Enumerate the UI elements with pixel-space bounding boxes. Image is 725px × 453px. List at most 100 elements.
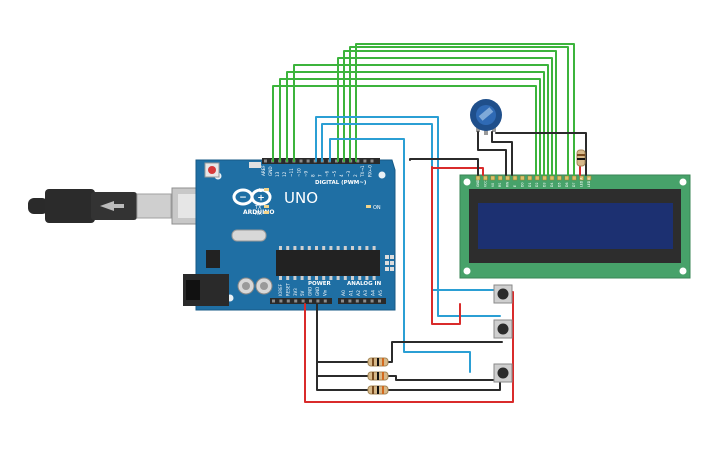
chip-pin [279, 246, 282, 250]
lcd-pin-label: D0 [520, 183, 524, 187]
chip-pin [300, 276, 304, 280]
power-pin-label: GND [315, 287, 320, 296]
power-pin-label: GND [308, 287, 313, 296]
header-pin[interactable] [306, 159, 310, 163]
push-button-3[interactable] [493, 363, 513, 383]
lcd-pin[interactable] [490, 175, 496, 181]
lcd-pin[interactable] [527, 175, 533, 181]
header-pin[interactable] [348, 299, 352, 303]
lcd-pin[interactable] [534, 175, 540, 181]
power-pin-label: Vin [322, 289, 327, 296]
chip-pin [293, 246, 297, 250]
board-brand: ARDUINO [243, 209, 274, 216]
header-pin[interactable] [355, 299, 359, 303]
header-pin[interactable] [309, 299, 312, 303]
lcd-pin[interactable] [505, 175, 510, 181]
wire-d7 [343, 50, 557, 176]
digital-pin-label: 2 [353, 174, 358, 177]
wire-d5 [293, 64, 549, 176]
potentiometer[interactable] [470, 99, 502, 135]
chip-pin [365, 246, 369, 250]
analog-pin-label: A1 [348, 290, 354, 296]
lcd-pin[interactable] [497, 175, 503, 181]
header-pin[interactable] [378, 299, 381, 303]
lcd-pin[interactable] [564, 175, 570, 181]
digital-pin-label: ~3 [346, 170, 351, 177]
wire-button-3 [329, 138, 471, 373]
header-pin[interactable] [299, 159, 303, 163]
header-pin[interactable] [341, 299, 344, 303]
resistor-2 [367, 371, 389, 381]
wire-5v [304, 291, 514, 403]
analog-pin-label: A5 [378, 290, 384, 296]
lcd-pin[interactable] [483, 175, 488, 181]
chip-pin [279, 276, 282, 280]
lcd-pin-label: D1 [528, 183, 532, 187]
resistor-lcd-backlight [576, 149, 586, 167]
chip-pin [293, 276, 297, 280]
header-pin[interactable] [323, 299, 327, 303]
power-label: POWER [308, 281, 332, 287]
wire-led-k [495, 132, 587, 176]
wire-extra-2 [355, 43, 575, 176]
header-pin[interactable] [264, 159, 267, 163]
analog-pin-label: A4 [371, 290, 377, 296]
led-tx-label: TX [254, 205, 262, 211]
header-pin[interactable] [301, 299, 305, 303]
lcd-pin-label: GND [476, 179, 480, 187]
digital-pin-label: 8 [311, 174, 316, 177]
chip-pin [358, 246, 362, 250]
header-pin[interactable] [370, 159, 374, 163]
chip-pin [307, 276, 311, 280]
chip-pin [286, 276, 290, 280]
analog-label: ANALOG IN [347, 281, 382, 287]
wires [272, 43, 587, 403]
lcd-pin-label: LED K [587, 177, 591, 187]
chip-pin [336, 276, 340, 280]
lcd-pin[interactable] [475, 175, 481, 181]
header-pin[interactable] [363, 159, 367, 163]
power-header [270, 298, 332, 304]
svg-text:+: + [257, 194, 265, 204]
header-pin[interactable] [316, 299, 320, 303]
wire-r2-out [387, 375, 503, 381]
wire-r3-out [387, 379, 501, 391]
lcd-pin[interactable] [571, 175, 577, 181]
lcd-pin[interactable] [557, 175, 562, 181]
chip-pin [372, 276, 376, 280]
digital-pin-label: ~10 [296, 168, 301, 177]
wire-extra-1 [349, 46, 569, 176]
lcd-pin[interactable] [542, 175, 547, 181]
chip-pin [336, 246, 340, 250]
aref-label: AREF [261, 165, 266, 176]
header-pin[interactable] [356, 159, 360, 163]
chip-pin [351, 246, 354, 250]
lcd-pin[interactable] [579, 175, 584, 181]
push-button-1[interactable] [493, 284, 513, 304]
gnd-label: GND [268, 166, 273, 176]
lcd-pin[interactable] [512, 175, 518, 181]
lcd-pin-label: RW [506, 181, 510, 187]
lcd-pin[interactable] [520, 175, 525, 181]
push-button-2[interactable] [493, 319, 513, 339]
header-pin[interactable] [272, 299, 275, 303]
lcd-pin-label: V0 [491, 183, 495, 187]
wire-pot-5v [431, 167, 461, 325]
wire-d6 [337, 57, 553, 176]
lcd-pin-label: VCC [483, 180, 487, 187]
chip-pin [307, 246, 311, 250]
led-rx-label: RX [255, 211, 262, 217]
power-pin-label: 5V [300, 290, 305, 296]
lcd-pin[interactable] [586, 175, 592, 181]
header-pin[interactable] [286, 299, 290, 303]
header-pin[interactable] [370, 299, 374, 303]
header-pin[interactable] [335, 159, 338, 163]
chip-pin [300, 246, 304, 250]
header-pin[interactable] [279, 299, 283, 303]
lcd-pin[interactable] [549, 175, 555, 181]
header-pin[interactable] [363, 299, 367, 303]
chip-pin [358, 276, 362, 280]
header-pin[interactable] [294, 299, 298, 303]
digital-label: DIGITAL (PWM~) [315, 180, 367, 186]
